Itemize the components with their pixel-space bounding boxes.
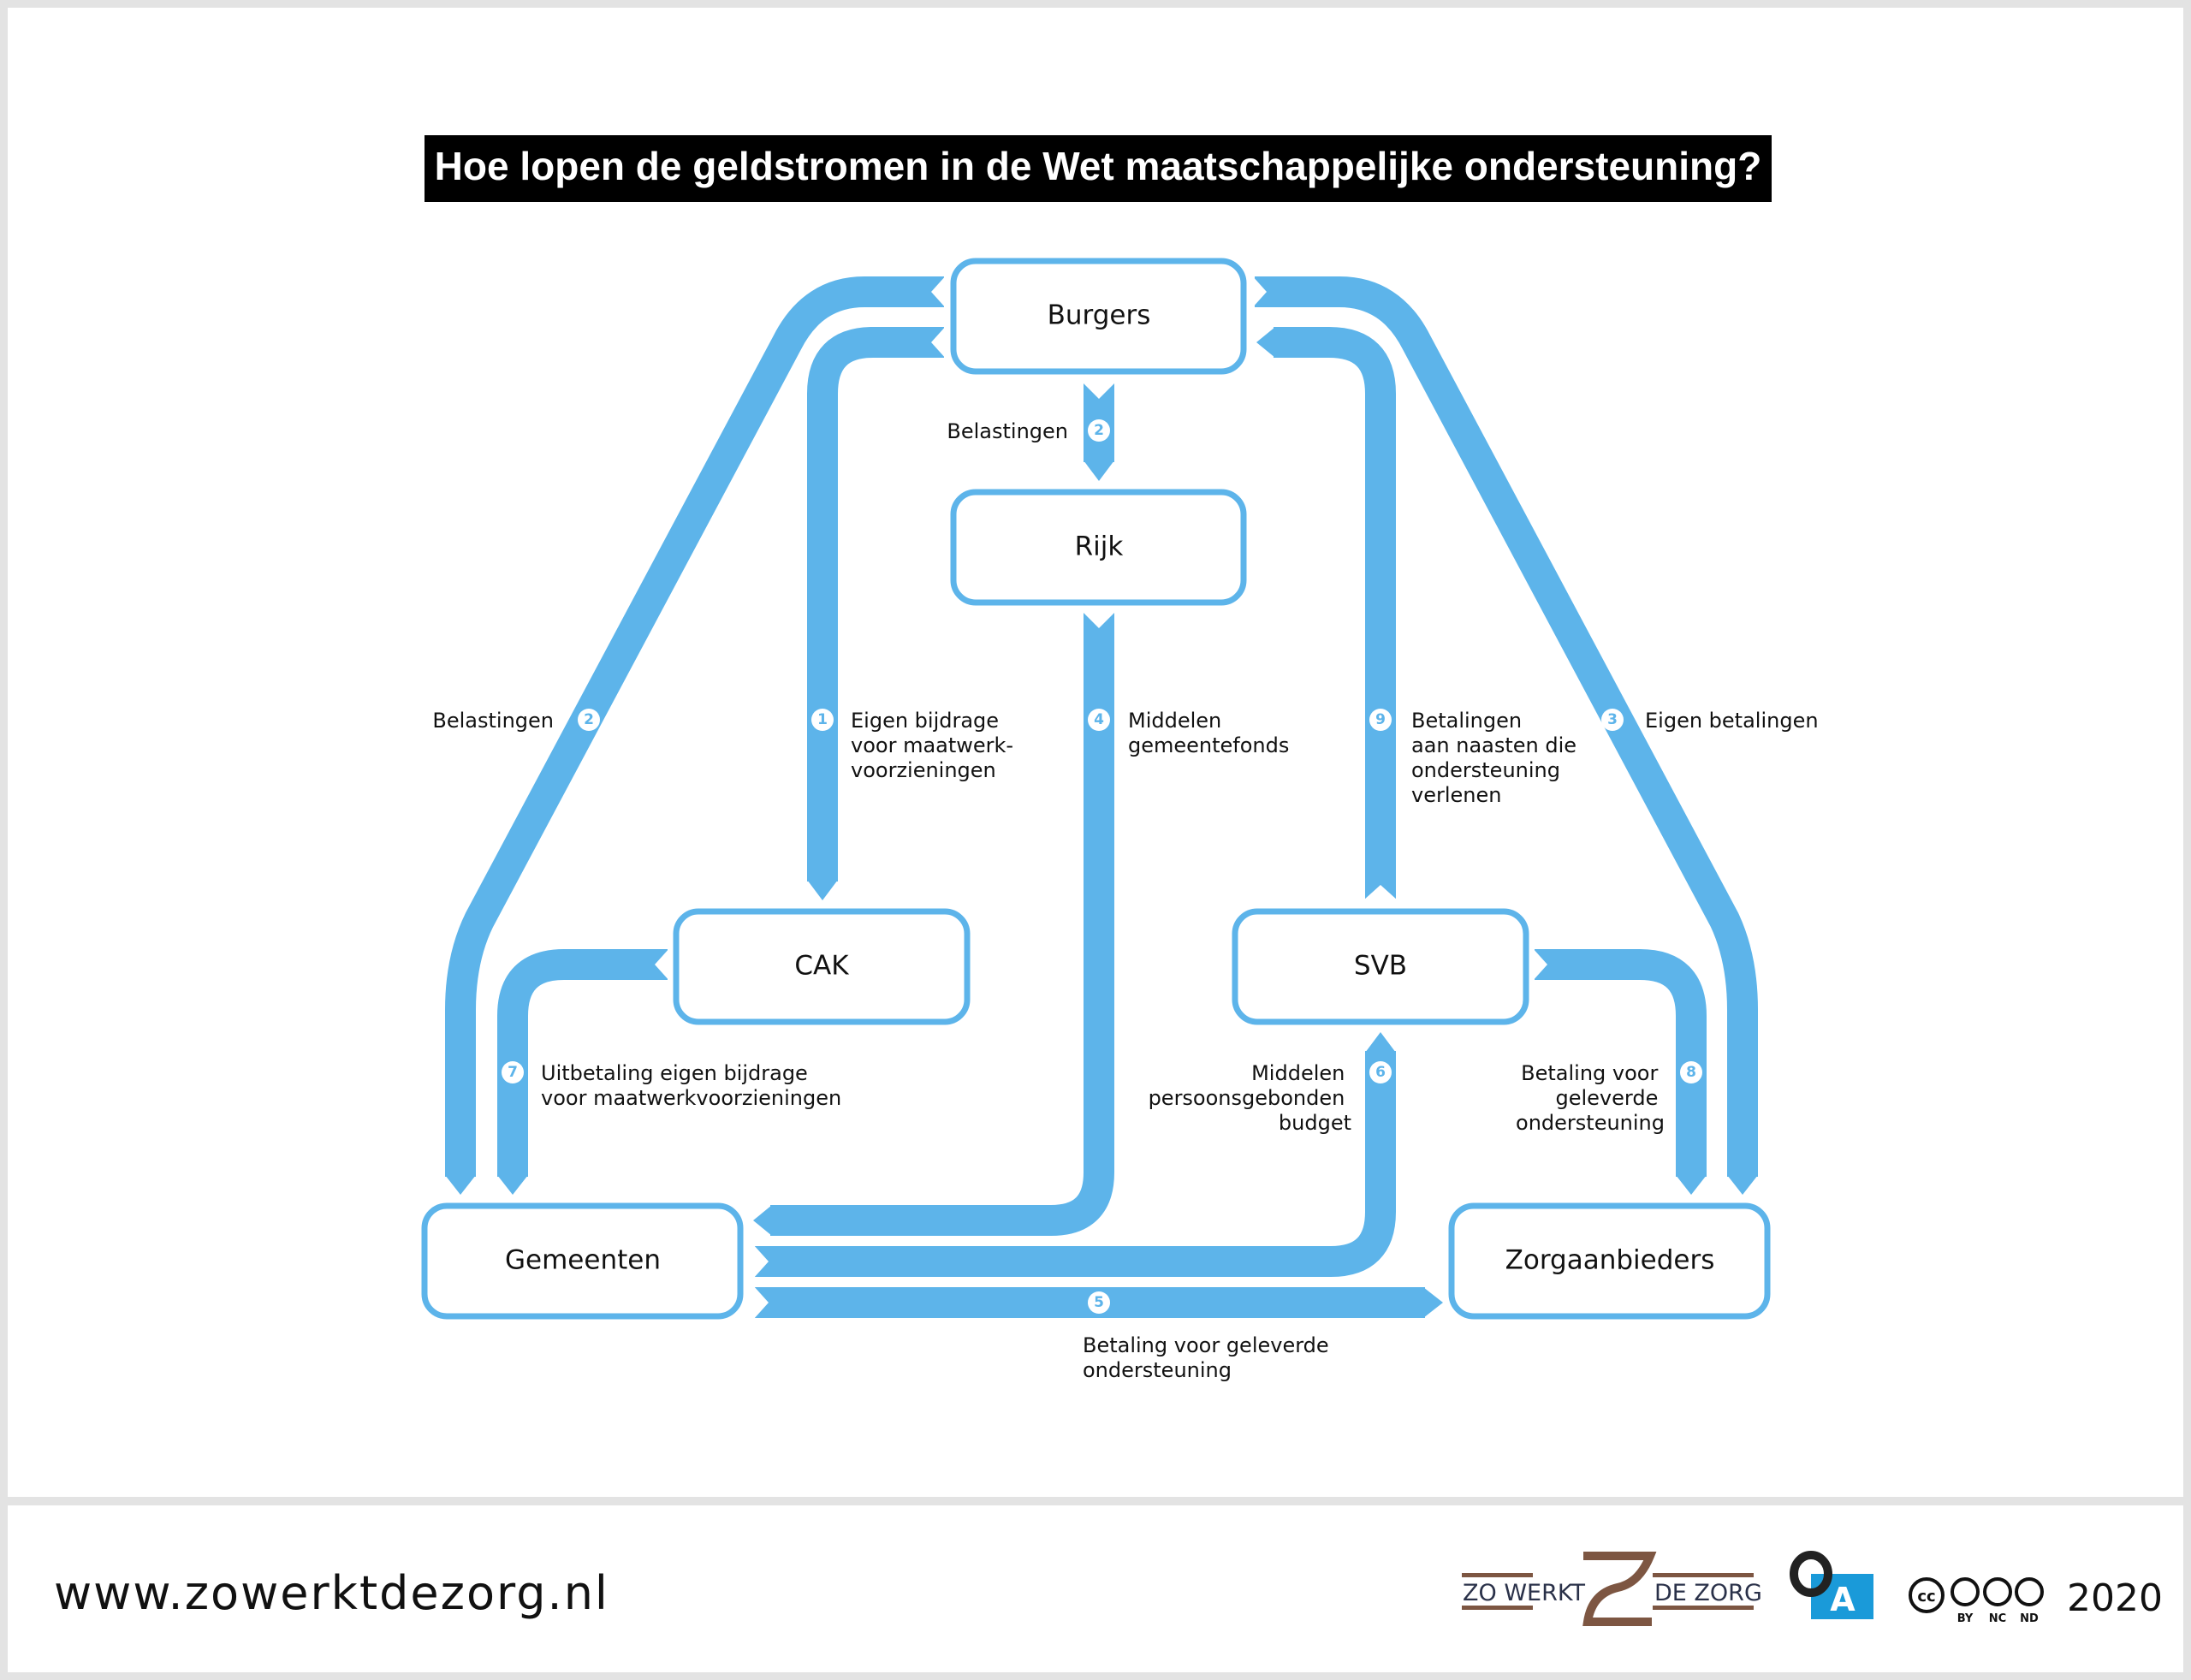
svg-text:1: 1 (817, 711, 828, 728)
svg-text:8: 8 (1686, 1064, 1696, 1081)
label-9: Betalingen aan naasten die ondersteuning… (1411, 709, 1583, 807)
svg-text:9: 9 (1375, 711, 1386, 728)
arrowhead-icon (1256, 327, 1275, 358)
node-label: Gemeenten (505, 1245, 661, 1276)
website-link[interactable]: www.zowerktdezorg.nl (54, 1566, 609, 1620)
flow-7-cak-gemeenten (497, 947, 670, 1195)
node-label: CAK (794, 951, 849, 982)
flow-4-rijk-gemeenten (753, 611, 1116, 1236)
label-5: Betaling voor geleverde ondersteuning (1083, 1333, 1335, 1382)
svg-text:cc: cc (1917, 1588, 1935, 1606)
badge-8: 8 (1680, 1061, 1702, 1083)
svg-text:3: 3 (1607, 711, 1618, 728)
cc-icon (1909, 1577, 1945, 1613)
svg-text:2: 2 (584, 711, 594, 728)
badge-4: 4 (1088, 709, 1110, 731)
arrowhead-icon (807, 880, 838, 900)
arrowhead-icon (753, 1205, 772, 1236)
svg-text:6: 6 (1375, 1064, 1386, 1081)
badge-6: 6 (1369, 1061, 1392, 1083)
arrowhead-icon (1676, 1175, 1707, 1195)
svg-text:ND: ND (2020, 1612, 2039, 1625)
badge-9: 9 (1369, 709, 1392, 731)
cc-license-icons: cc BY NC ND (1909, 1577, 2044, 1625)
nc-icon (1983, 1577, 2012, 1606)
badge-2a: 2 (1088, 419, 1110, 442)
arrowhead-icon (1727, 1175, 1758, 1195)
label-3: Eigen betalingen (1645, 709, 1819, 733)
node-gemeenten: Gemeenten (421, 1202, 744, 1320)
page-title: Hoe lopen de geldstromen in de Wet maats… (435, 144, 1762, 188)
node-label: Burgers (1048, 300, 1151, 331)
node-label: SVB (1354, 951, 1407, 982)
year: 2020 (2067, 1576, 2163, 1620)
svg-text:4: 4 (1094, 711, 1104, 728)
badges: 2 2 1 4 9 3 7 6 8 5 (502, 419, 1702, 1314)
flow-2-burgers-gemeenten (445, 275, 947, 1195)
flow-labels: Belastingen Belastingen Eigen bijdrage v… (432, 419, 1818, 1382)
flow-6-gemeenten-svb (753, 1032, 1396, 1279)
flows (445, 275, 1758, 1320)
by-icon (1951, 1577, 1980, 1606)
node-label: Zorgaanbieders (1505, 1245, 1715, 1276)
badge-7: 7 (502, 1061, 524, 1083)
flow-3-burgers-zorgaanbieders (1251, 275, 1758, 1195)
svg-text:DE ZORG: DE ZORG (1654, 1580, 1762, 1606)
label-6: Middelen persoonsgebonden budget (1149, 1061, 1351, 1135)
svg-text:A: A (1830, 1581, 1856, 1618)
node-rijk: Rijk (950, 489, 1247, 606)
label-1: Eigen bijdrage voor maatwerk- voorzienin… (851, 709, 1020, 782)
node-zorgaanbieders: Zorgaanbieders (1448, 1202, 1771, 1320)
svg-text:BY: BY (1957, 1612, 1974, 1625)
node-label: Rijk (1075, 531, 1124, 562)
arrowhead-icon (1423, 1287, 1443, 1318)
zowerktdezorg-logo: ZO WERKT DE ZORG (1462, 1552, 1762, 1626)
label-2a: Belastingen (947, 419, 1068, 443)
svg-text:2: 2 (1094, 422, 1104, 439)
arrowhead-icon (1365, 1032, 1396, 1053)
flow-1-burgers-cak (807, 325, 947, 900)
badge-3: 3 (1601, 709, 1624, 731)
node-cak: CAK (673, 908, 971, 1025)
nd-icon (2015, 1577, 2044, 1606)
arrowhead-icon (497, 1175, 528, 1195)
badge-5: 5 (1088, 1291, 1110, 1314)
arrowhead-icon (1084, 460, 1114, 481)
title-bar: Hoe lopen de geldstromen in de Wet maats… (425, 135, 1772, 202)
node-svb: SVB (1232, 908, 1529, 1025)
svg-text:www.zowerktdezorg.nl: www.zowerktdezorg.nl (54, 1566, 609, 1620)
label-8: Betaling voor geleverde ondersteuning (1516, 1061, 1665, 1135)
oa-logo: A (1790, 1551, 1873, 1619)
arrowhead-icon (445, 1175, 476, 1195)
svg-text:5: 5 (1094, 1294, 1104, 1311)
flow-8-svb-zorgaanbieders (1532, 947, 1707, 1195)
svg-text:ZO WERKT: ZO WERKT (1463, 1580, 1585, 1606)
label-2b: Belastingen (432, 709, 554, 733)
badge-2b: 2 (578, 709, 600, 731)
node-burgers: Burgers (950, 258, 1247, 375)
label-4: Middelen gemeentefonds (1128, 709, 1289, 757)
svg-text:NC: NC (1989, 1612, 2006, 1625)
flow-9-svb-burgers (1256, 327, 1398, 900)
label-7: Uitbetaling eigen bijdrage voor maatwerk… (541, 1061, 841, 1110)
badge-1: 1 (811, 709, 834, 731)
svg-text:7: 7 (508, 1064, 518, 1081)
